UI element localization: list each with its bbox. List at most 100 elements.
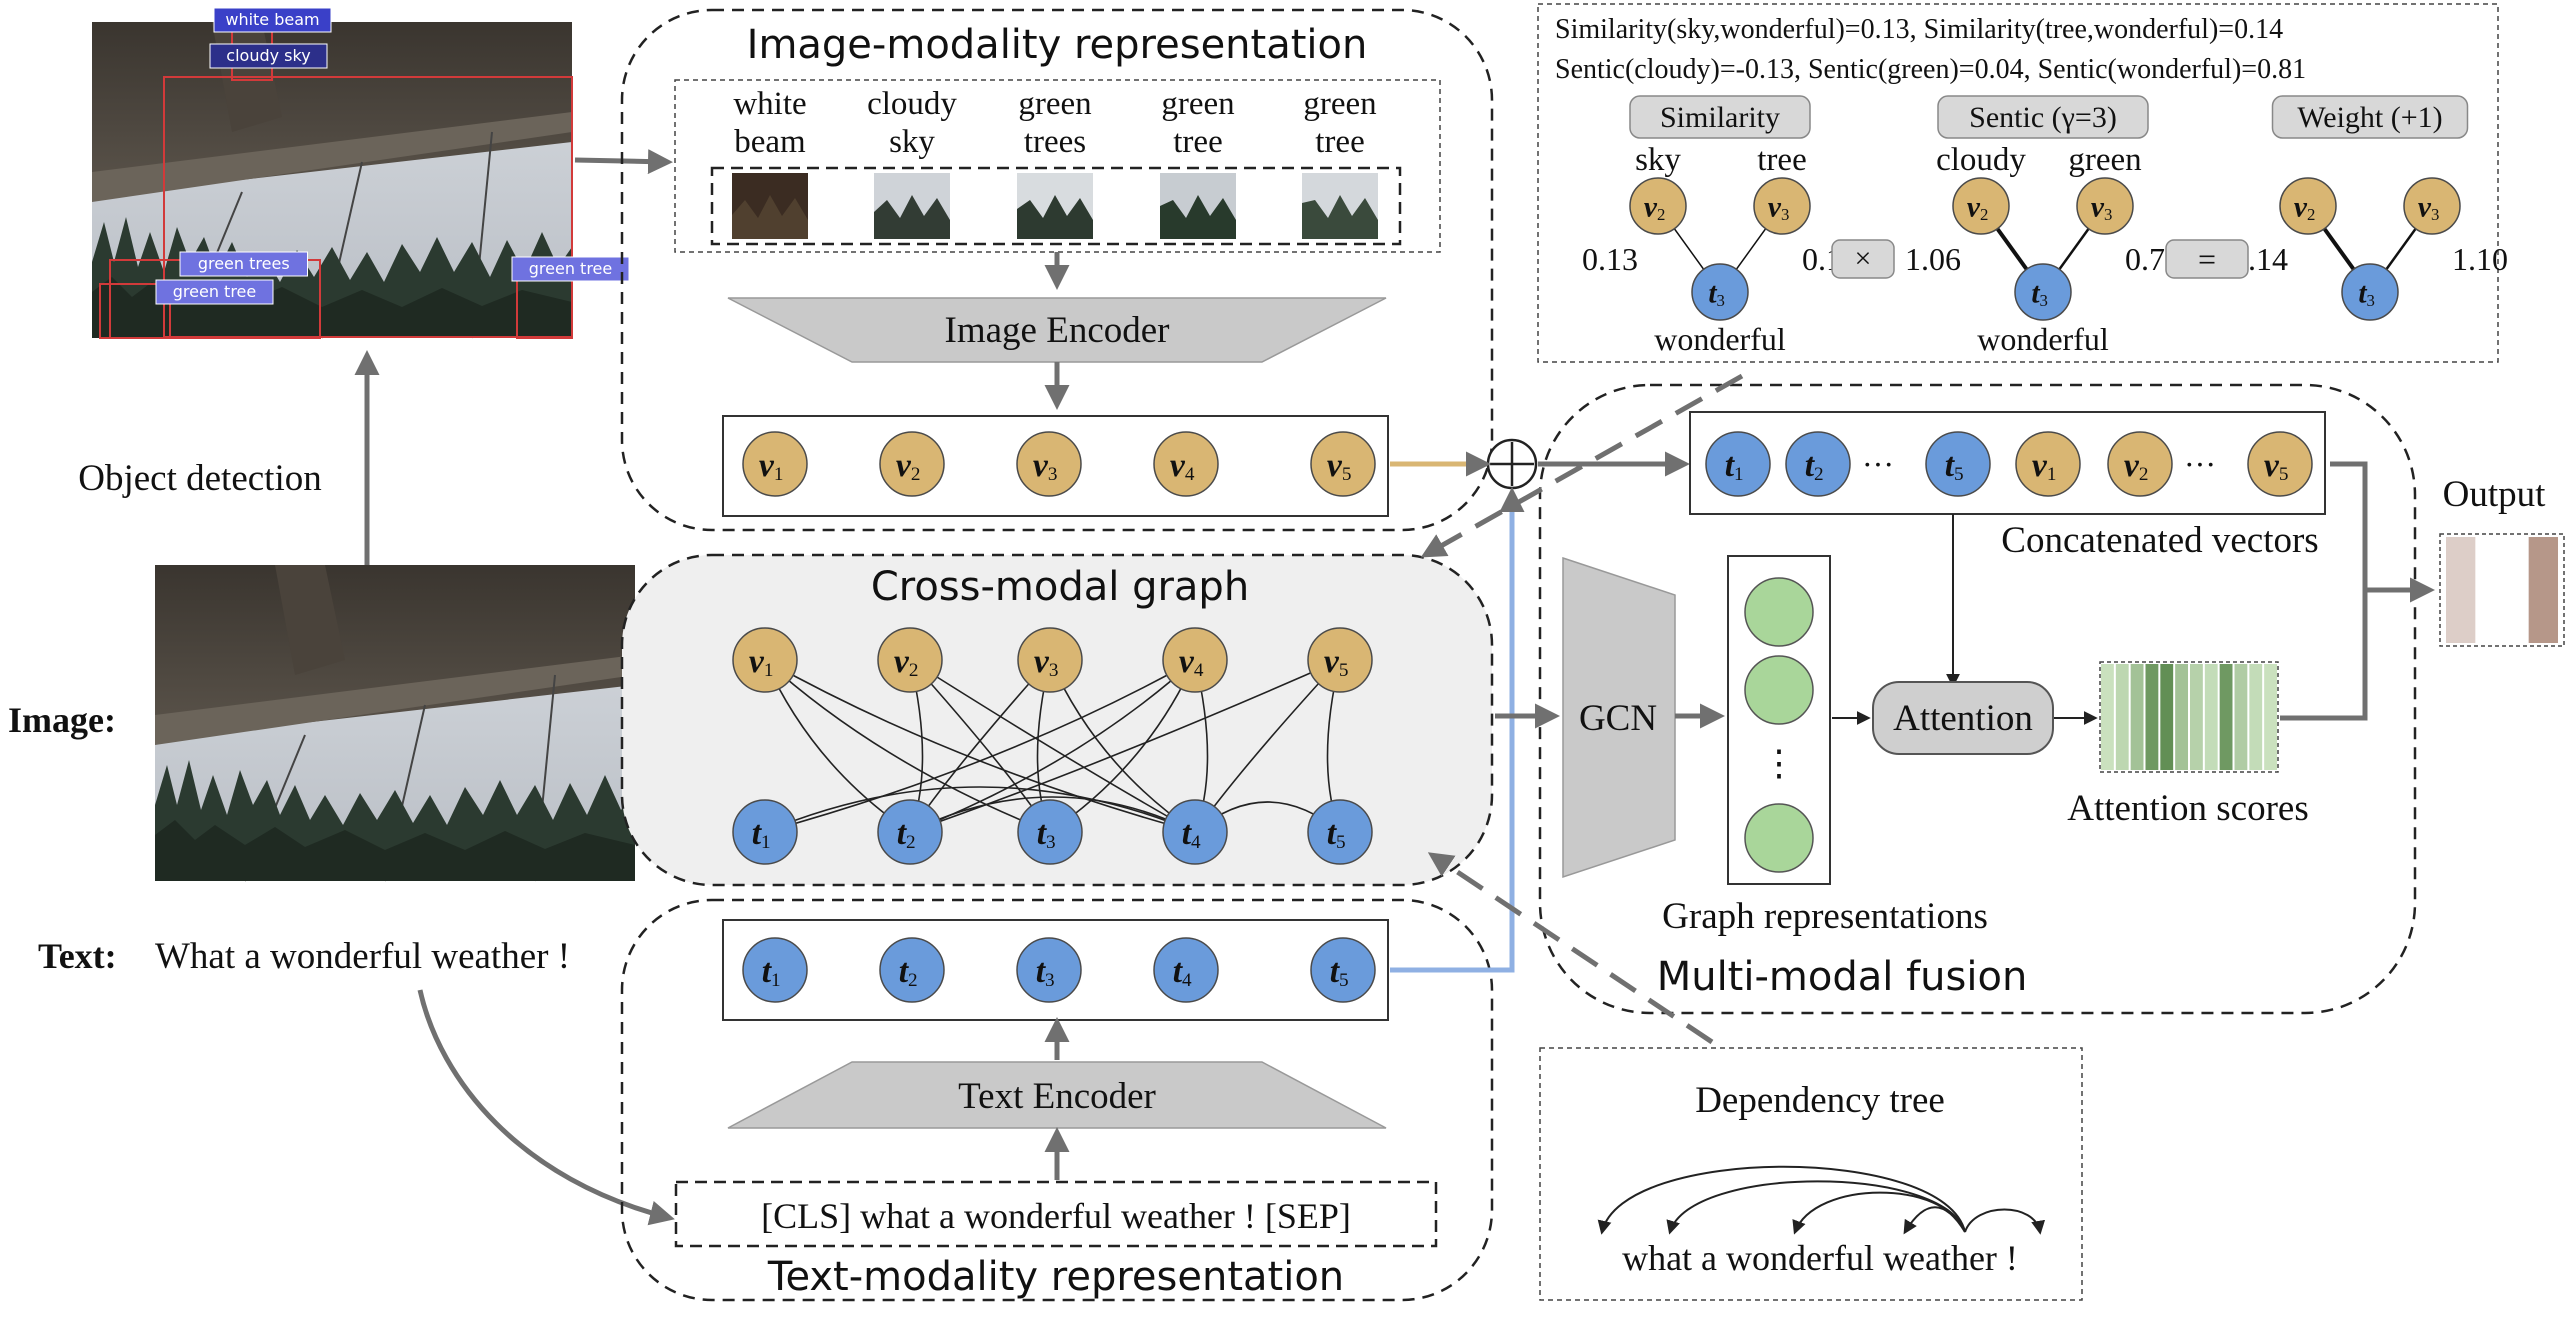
group-right-node-circle (2076, 177, 2134, 235)
input-image (154, 564, 636, 882)
graph-t-node: t1 (732, 799, 798, 865)
group-left-node: v2 (1952, 177, 2010, 235)
concat-node-circle (2247, 431, 2313, 497)
group-left-word: cloudy (1936, 142, 2026, 178)
graph-v-node-circle (1307, 627, 1373, 693)
crop-content (1160, 195, 1236, 239)
group-tag: Similarity (1660, 101, 1780, 134)
text-vector-node-circle (1153, 937, 1219, 1003)
group-tag: Weight (+1) (2297, 101, 2442, 134)
object-name-line1: cloudy (867, 86, 957, 122)
concat-node: t2 (1785, 431, 1851, 497)
graph-v-node-subscript: 1 (764, 660, 774, 681)
image-vector-node-subscript: 5 (1342, 464, 1352, 485)
graph-edge (909, 659, 1341, 833)
group-tag-bg (2271, 95, 2469, 139)
object-name-line2: trees (1024, 124, 1086, 160)
output-label: Output (2443, 474, 2547, 515)
similarity-line2: Sentic(cloudy)=-0.13, Sentic(green)=0.04… (1555, 54, 2306, 85)
dependency-box-border (1539, 1047, 2083, 1301)
attention-score-bar (2264, 664, 2277, 770)
object-name-line1: green (1303, 86, 1376, 122)
group-left-node-subscript: 2 (2307, 205, 2315, 224)
graph-v-node: v3 (1017, 627, 1083, 693)
text-label: Text: (38, 936, 117, 976)
graph-repr-node (1744, 803, 1814, 873)
group-left-node-circle (2279, 177, 2337, 235)
object-detection-label: Object detection (78, 458, 321, 499)
object-name-line1: green (1018, 86, 1091, 122)
graph-v-node-circle (877, 627, 943, 693)
group-left-node: v2 (2279, 177, 2337, 235)
object-crop (1302, 173, 1378, 239)
token-input-box (674, 1180, 1438, 1248)
dependency-arc (1597, 1165, 1966, 1235)
text-vector-node-subscript: 1 (771, 970, 781, 991)
equals-sign: = (2198, 241, 2216, 277)
graph-edge (764, 786, 1196, 833)
text-to-tokens-arrow (417, 989, 675, 1226)
group-tag-bg (1937, 95, 2149, 139)
group-tag-bg (1629, 95, 1811, 139)
crop-content (1017, 195, 1093, 239)
text-vector-node-circle (1016, 937, 1082, 1003)
group-bottom-node: t3 (2341, 263, 2399, 321)
times-sign: × (1855, 242, 1872, 275)
attention-scores-box (2099, 661, 2279, 773)
concat-node-subscript: 1 (2047, 464, 2057, 485)
object-crop (732, 173, 808, 239)
times-box (1831, 239, 1895, 279)
concat-dots: ··· (2184, 446, 2216, 482)
image-vector-node-subscript: 4 (1185, 464, 1195, 485)
concat-label: Concatenated vectors (2001, 520, 2318, 561)
graph-t-node-circle (877, 799, 943, 865)
dependency-sentence: what a wonderful weather ! (1622, 1238, 2018, 1278)
output-bar (2487, 537, 2517, 643)
similarity-line1: Similarity(sky,wonderful)=0.13, Similari… (1555, 14, 2283, 45)
graph-v-node-circle (1162, 627, 1228, 693)
detection-label-bg (209, 43, 328, 69)
group-left-node-circle (1952, 177, 2010, 235)
graph-t-node-circle (1017, 799, 1083, 865)
attention-box (1872, 681, 2054, 755)
similarity-to-graph-connector (1420, 373, 1744, 558)
detection-label: green tree (173, 282, 256, 301)
attention-score-bar (2190, 664, 2203, 770)
graph-repr-label: Graph representations (1662, 896, 1988, 937)
attention-label: Attention (1893, 698, 2033, 739)
object-name-line1: green (1161, 86, 1234, 122)
text-vector-node: t3 (1016, 937, 1082, 1003)
image-modality-title: Image-modality representation (747, 22, 1368, 68)
graph-t-node-subscript: 5 (1336, 832, 1346, 853)
graph-v-node-subscript: 3 (1049, 660, 1059, 681)
concat-node-circle (2015, 431, 2081, 497)
concat-node-circle (1705, 431, 1771, 497)
graph-t-node: t3 (1017, 799, 1083, 865)
concat-node-subscript: 5 (2279, 464, 2289, 485)
connector-arrows (1420, 373, 1744, 1045)
group-left-node: v2 (1629, 177, 1687, 235)
attention-score-bar (2115, 664, 2129, 770)
image-encoder-shape (727, 297, 1387, 363)
detection-label: cloudy sky (226, 46, 310, 65)
concat-node-subscript: 1 (1734, 464, 1744, 485)
detection-label: green trees (198, 254, 290, 273)
text-vector-node: t5 (1310, 937, 1376, 1003)
concat-node-circle (2107, 431, 2173, 497)
graph-v-node-circle (1017, 627, 1083, 693)
concat-node: v2 (2107, 431, 2173, 497)
group-right-node-subscript: 3 (1781, 205, 1789, 224)
concat-dots: ··· (1862, 446, 1894, 482)
gcn-shape (1562, 556, 1676, 879)
image-vector-node-circle (742, 431, 808, 497)
group-right-node: v3 (2403, 177, 2461, 235)
graph-repr-node (1744, 655, 1814, 725)
text-vector-node-subscript: 4 (1182, 970, 1192, 991)
group-right-node: v3 (2076, 177, 2134, 235)
input-photo (154, 564, 636, 882)
concat-node-subscript: 2 (1814, 464, 1824, 485)
similarity-sentic-box: Similarity(sky,wonderful)=0.13, Similari… (1537, 3, 2508, 363)
